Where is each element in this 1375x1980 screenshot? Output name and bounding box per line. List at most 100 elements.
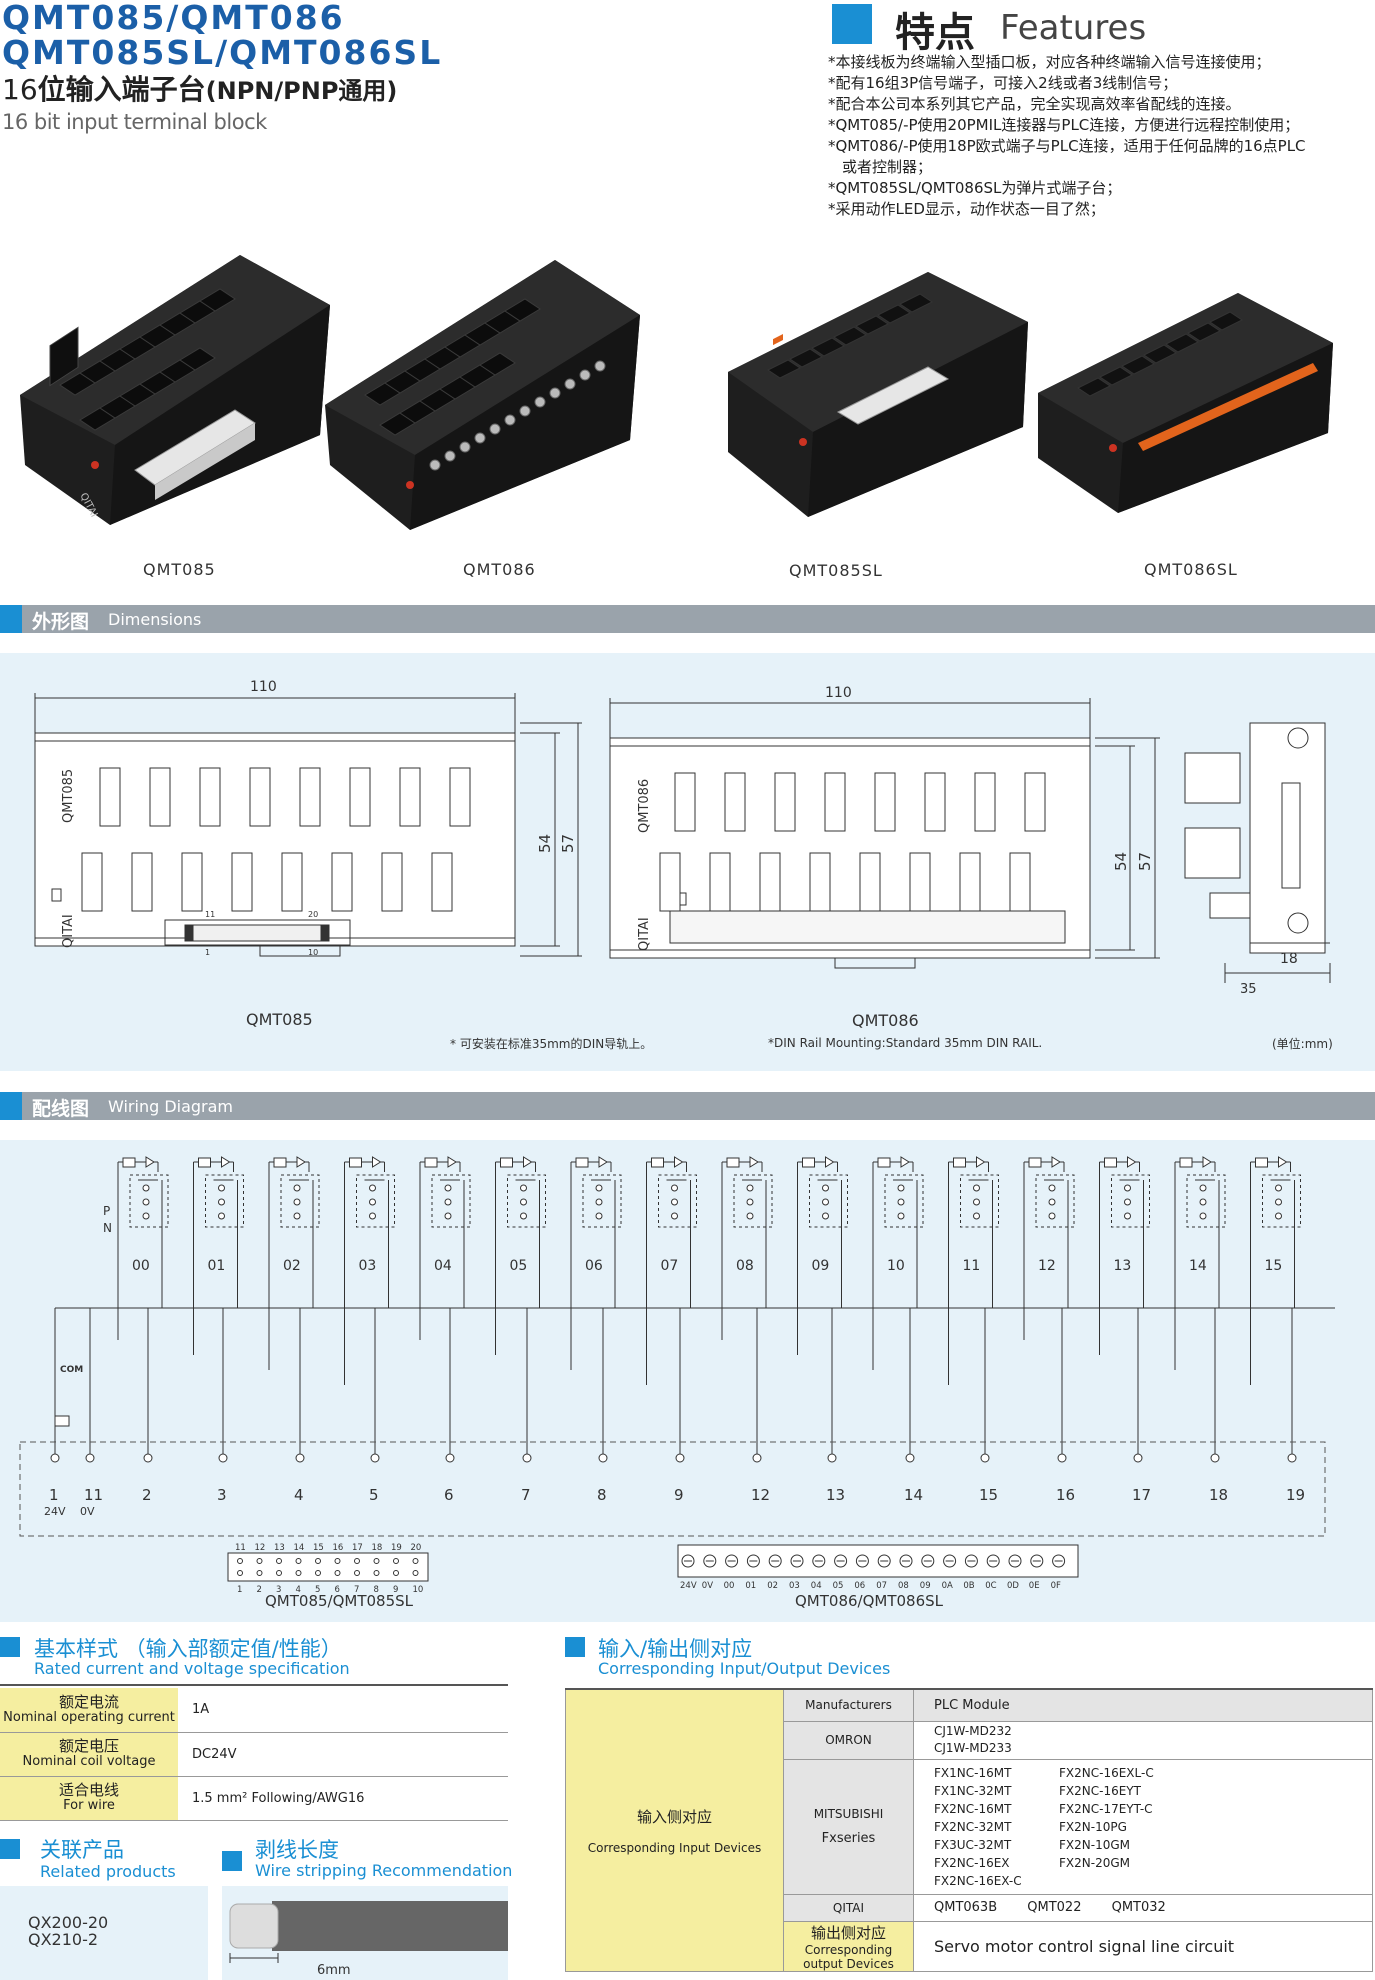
plc-model: FX2NC-16EX xyxy=(934,1855,1010,1870)
terminal-point xyxy=(822,1184,829,1192)
connector-pin-label: 9 xyxy=(393,1585,398,1595)
dim-side-35: 35 xyxy=(1240,982,1257,997)
connector-pin xyxy=(295,1558,302,1564)
plc-model: FX2N-20GM xyxy=(1059,1855,1130,1870)
terminal-point xyxy=(1048,1212,1056,1220)
input-resistor xyxy=(953,1157,966,1168)
plc-model: FX2N-10GM xyxy=(1059,1837,1130,1852)
plc-terminal xyxy=(85,1453,95,1463)
terminal-label: 0V xyxy=(702,1581,713,1591)
pin-label: 1 xyxy=(205,948,210,957)
wire-strip-illustration: 6mm xyxy=(222,1886,508,1980)
plc-model: FX2N-10PG xyxy=(1059,1819,1127,1834)
connector-pin-label: 15 xyxy=(313,1543,324,1553)
plc-model: FX2NC-17EYT-C xyxy=(1059,1801,1153,1816)
table-row: MITSUBISHI Fxseries FX1NC-16MT FX1NC-32M… xyxy=(566,1758,1373,1895)
section-square-icon xyxy=(0,1092,22,1120)
features-list: *本接线板为终端输入型插口板，对应各种终端输入信号连接使用； *配有16组3P信… xyxy=(828,52,1368,220)
input-side-cn: 输入侧对应 xyxy=(636,1807,712,1826)
col-manufacturers: Manufacturers xyxy=(783,1688,914,1722)
dim-h54-086: 54 xyxy=(1112,852,1130,871)
connector-pin-label: 8 xyxy=(374,1585,379,1595)
section-square-icon xyxy=(565,1637,585,1657)
input-resistor xyxy=(1179,1157,1193,1168)
led-diode-icon xyxy=(372,1156,382,1168)
terminal-point xyxy=(595,1212,603,1220)
channel-label: 15 xyxy=(1265,1258,1283,1274)
maker-fxseries: Fxseries xyxy=(821,1831,876,1846)
connector-pin-label: 10 xyxy=(413,1585,424,1595)
strip-length-label: 6mm xyxy=(317,1963,351,1978)
led-diode-icon xyxy=(674,1156,684,1168)
connector-pin-label: 13 xyxy=(274,1543,285,1553)
connector-pin xyxy=(373,1558,380,1564)
terminal-group xyxy=(809,1174,848,1228)
terminal-label: 01 xyxy=(745,1581,756,1591)
plc-terminal xyxy=(1210,1453,1220,1463)
dim-h57-086: 57 xyxy=(1136,852,1154,871)
led-diode-icon xyxy=(1278,1156,1288,1168)
terminal-point xyxy=(897,1184,905,1192)
channel-label: 08 xyxy=(736,1258,754,1274)
plc-model: QMT032 xyxy=(1111,1900,1166,1915)
strip-title-en: Wire stripping Recommendation xyxy=(255,1861,513,1880)
din-note-en: *DIN Rail Mounting:Standard 35mm DIN RAI… xyxy=(768,1036,1043,1050)
p-label: P xyxy=(103,1204,110,1218)
model-title-line2: QMT085SL/QMT086SL xyxy=(2,33,443,72)
terminal-label: 02 xyxy=(767,1581,778,1591)
plc-model: FX2NC-16EX-C xyxy=(934,1873,1022,1888)
connector-pin xyxy=(256,1570,263,1576)
input-resistor xyxy=(424,1157,438,1168)
plc-terminal xyxy=(1287,1453,1297,1463)
input-resistor xyxy=(198,1157,211,1168)
plc-model: FX1NC-32MT xyxy=(934,1783,1012,1798)
terminal-point xyxy=(1124,1198,1131,1206)
connector-pin-label: 3 xyxy=(276,1585,281,1595)
model-title-line1: QMT085/QMT086 xyxy=(2,0,345,37)
connector-pin-label: 2 xyxy=(257,1585,262,1595)
plc-terminal xyxy=(827,1453,837,1463)
led-diode-icon xyxy=(1051,1156,1061,1168)
terminal-point xyxy=(1124,1212,1131,1220)
io-table: 输入侧对应 Corresponding Input Devices Manufa… xyxy=(565,1688,1373,1972)
spec-value: 1A xyxy=(178,1688,508,1733)
terminal-label: 08 xyxy=(898,1581,909,1591)
input-resistor xyxy=(1028,1157,1042,1168)
led-diode-icon xyxy=(1202,1156,1212,1168)
led-diode-icon xyxy=(221,1156,231,1168)
terminal-point xyxy=(746,1198,754,1206)
terminal-point xyxy=(1275,1184,1282,1192)
section-bar-wiring: 配线图 Wiring Diagram xyxy=(0,1092,1375,1120)
side-label-086: QMT086 xyxy=(637,779,652,833)
output-side-en: Corresponding output Devices xyxy=(803,1942,894,1971)
terminal-point xyxy=(444,1212,452,1220)
din-note-cn: * 可安装在标准35mm的DIN导轨上。 xyxy=(450,1037,653,1051)
product-photo-qmt085: QITAI xyxy=(20,255,330,525)
terminal-point xyxy=(142,1184,150,1192)
title-cn-main: 位输入端子台 xyxy=(37,73,206,106)
led-diode-icon xyxy=(447,1156,457,1168)
plc-terminal xyxy=(445,1453,455,1463)
connector-pin xyxy=(354,1558,360,1564)
connector-pin-label: 5 xyxy=(315,1585,320,1595)
connector-pin-label: 7 xyxy=(354,1585,359,1595)
led-diode-icon xyxy=(523,1156,533,1168)
led-diode-icon xyxy=(1127,1156,1137,1168)
terminal-point xyxy=(822,1212,829,1220)
plc-terminal xyxy=(1057,1453,1067,1463)
n-label: N xyxy=(103,1221,112,1235)
terminal-point xyxy=(444,1184,452,1192)
terminal-point xyxy=(1275,1198,1282,1206)
channel-label: 05 xyxy=(510,1258,528,1274)
plc-terminal-label: 14 xyxy=(904,1486,923,1504)
features-title-cn: 特点 xyxy=(895,10,975,56)
input-side-en: Corresponding Input Devices xyxy=(587,1840,762,1855)
terminal-label: 0E xyxy=(1029,1581,1040,1591)
terminal-point xyxy=(1048,1198,1056,1206)
plc-terminal-label: 7 xyxy=(521,1486,531,1504)
terminal-point xyxy=(1048,1184,1056,1192)
output-device: Servo motor control signal line circuit xyxy=(913,1920,1373,1972)
plc-terminal xyxy=(218,1453,228,1463)
